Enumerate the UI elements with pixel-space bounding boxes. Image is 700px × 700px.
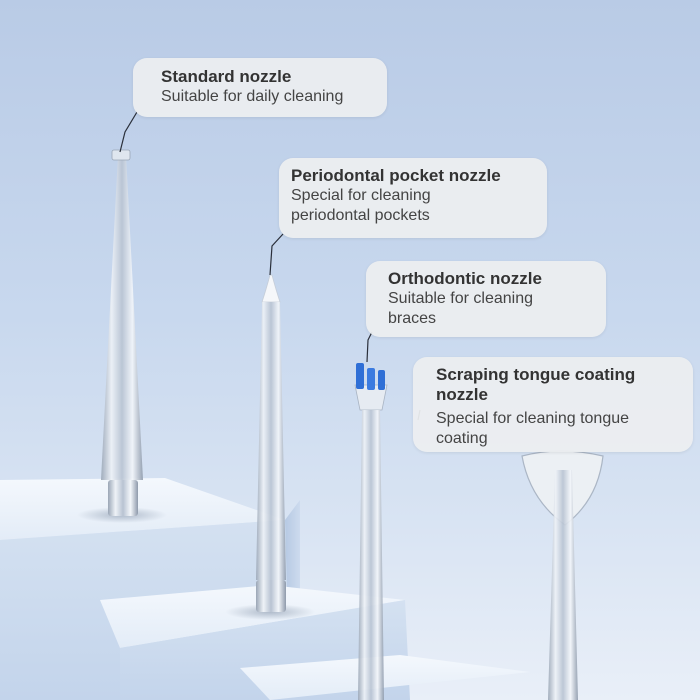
callout-title: Standard nozzle xyxy=(161,67,292,86)
callout-description-line-1: Special for cleaning xyxy=(291,187,431,204)
callout-description-line-2: coating xyxy=(436,430,488,447)
callout-tongue-scraper-nozzle: Scraping tongue coating nozzle Special f… xyxy=(413,357,693,452)
periodontal-nozzle-icon xyxy=(256,274,286,612)
tongue-scraper-nozzle-icon xyxy=(521,450,604,700)
callout-standard-nozzle: Standard nozzle Suitable for daily clean… xyxy=(133,58,387,117)
callout-orthodontic-nozzle: Orthodontic nozzle Suitable for cleaning… xyxy=(366,261,606,337)
callout-description-line-2: braces xyxy=(388,310,437,327)
callout-title: Periodontal pocket nozzle xyxy=(291,166,501,185)
callout-periodontal-nozzle: Periodontal pocket nozzle Special for cl… xyxy=(279,158,547,238)
callout-title: Orthodontic nozzle xyxy=(388,269,542,288)
callout-title-line-2: nozzle xyxy=(436,385,488,404)
callout-description-line-1: Suitable for cleaning xyxy=(388,290,533,307)
callout-description-line-1: Special for cleaning tongue xyxy=(436,410,630,427)
leader-lines xyxy=(119,111,421,421)
staircase xyxy=(0,478,530,700)
callout-description-line-2: periodontal pockets xyxy=(291,207,430,224)
standard-nozzle-icon xyxy=(101,149,143,516)
callout-title-line-1: Scraping tongue coating xyxy=(436,365,636,384)
callout-description: Suitable for daily cleaning xyxy=(161,88,344,105)
orthodontic-nozzle-icon xyxy=(354,363,388,700)
